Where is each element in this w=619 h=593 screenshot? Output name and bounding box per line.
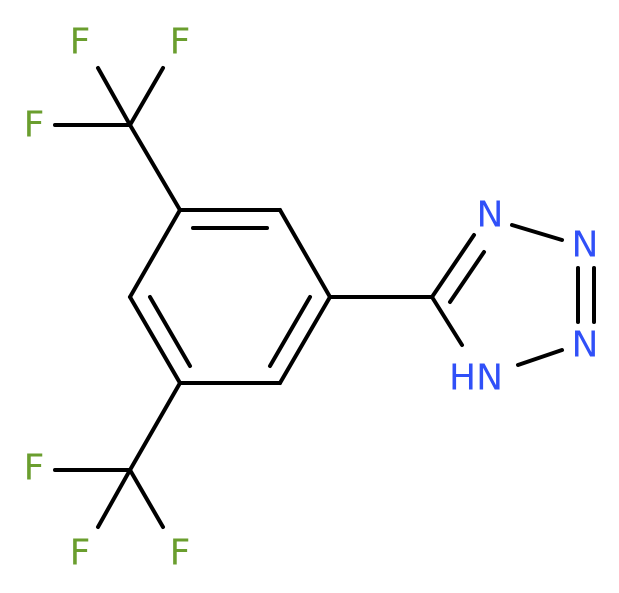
double-bond-inner — [268, 295, 312, 368]
fluorine-label: F — [70, 22, 91, 63]
bond — [128, 66, 165, 127]
bond — [128, 208, 182, 299]
bond — [278, 295, 332, 385]
bond — [516, 348, 564, 367]
bonds — [53, 66, 596, 529]
fluorine-label: F — [170, 22, 191, 63]
bond — [278, 208, 332, 299]
double-bond-inner — [148, 295, 192, 368]
bond — [128, 468, 165, 529]
bond — [430, 233, 476, 299]
bond — [96, 66, 132, 127]
nitrogen-label: N — [477, 195, 504, 236]
nitrogen-label: N — [572, 225, 599, 266]
fluorine-label: F — [170, 533, 191, 574]
bond — [96, 468, 132, 529]
atom-labels: F F F F F F N N N HN — [24, 22, 599, 574]
fluorine-label: F — [24, 105, 45, 146]
bond — [128, 381, 182, 472]
bond — [510, 223, 564, 242]
fluorine-label: F — [70, 533, 91, 574]
nh-label: HN — [449, 358, 503, 399]
bond — [128, 123, 182, 212]
double-bond-inner — [448, 250, 486, 304]
nitrogen-label: N — [572, 325, 599, 366]
fluorine-label: F — [24, 448, 45, 489]
bond — [128, 295, 182, 385]
bond — [430, 295, 464, 347]
